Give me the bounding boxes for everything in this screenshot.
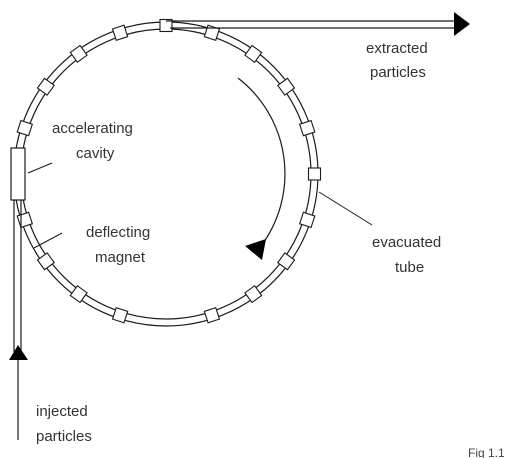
deflecting-magnets [10, 18, 322, 324]
tube-inner-wall [20, 28, 312, 320]
evacuated-label-line2: tube [395, 259, 424, 276]
deflecting-magnet [298, 119, 316, 137]
travel-direction-arc [237, 77, 286, 247]
magnet-leader [33, 232, 63, 249]
deflecting-magnet [36, 252, 56, 271]
deflecting-magnet [203, 24, 221, 42]
deflecting-magnet [298, 211, 316, 229]
injected-label-line2: particles [36, 428, 92, 445]
extracted-label-line1: extracted [366, 40, 428, 57]
injection-arrowhead [9, 345, 28, 360]
deflecting-magnet [36, 77, 56, 96]
accelerating-label-line1: accelerating [52, 120, 133, 137]
extraction-arrowhead [454, 12, 470, 36]
deflecting-magnet [244, 44, 263, 64]
deflecting-magnet [111, 24, 129, 42]
deflecting-label-line2: magnet [95, 249, 146, 266]
deflecting-label-line1: deflecting [86, 224, 150, 241]
deflecting-magnet [69, 284, 88, 304]
deflecting-magnet [69, 44, 88, 64]
deflecting-magnet [276, 252, 296, 271]
figure-tag: Fig 1.1 [468, 446, 505, 458]
injected-label-line1: injected [36, 403, 88, 420]
deflecting-magnet [159, 18, 173, 33]
accelerating-cavity [10, 147, 26, 201]
accelerating-label-line2: cavity [76, 145, 115, 162]
tube-leader [318, 191, 373, 226]
deflecting-magnet [276, 77, 296, 96]
deflecting-magnet [307, 167, 322, 181]
travel-direction-arrowhead [245, 239, 266, 260]
extracted-label-line2: particles [370, 64, 426, 81]
cavity-leader [27, 162, 53, 174]
deflecting-magnet [111, 306, 129, 324]
deflecting-magnet [16, 119, 34, 137]
evacuated-label-line1: evacuated [372, 234, 441, 251]
deflecting-magnet [244, 284, 263, 304]
deflecting-magnet [203, 306, 221, 324]
tube-outer-wall [13, 21, 319, 327]
